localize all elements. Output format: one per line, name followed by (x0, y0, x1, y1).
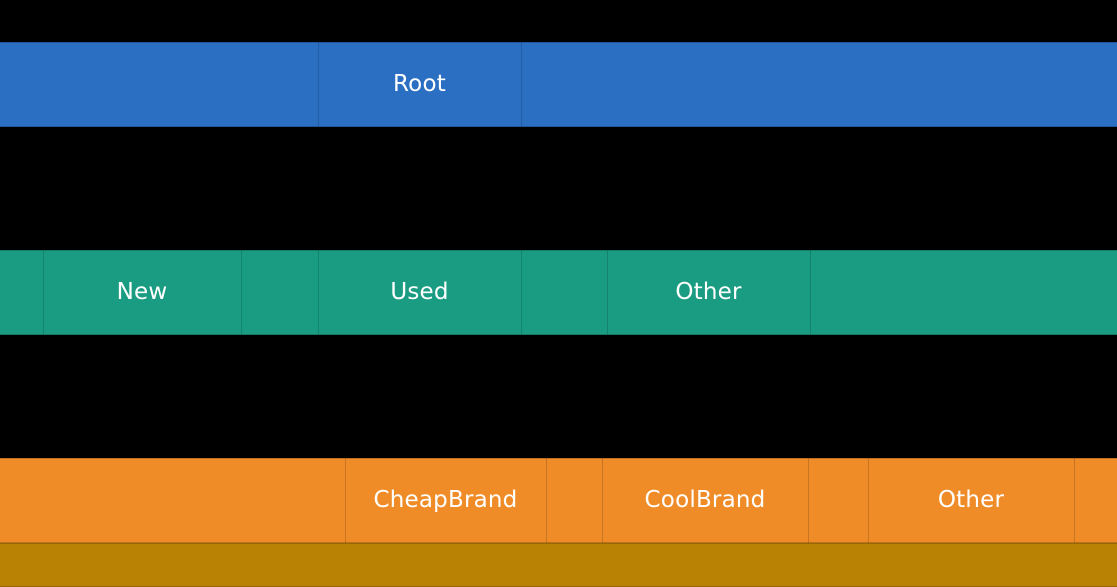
segment-bottom-edge (345, 542, 546, 543)
segment-top-edge (0, 42, 318, 43)
root-level: Root (0, 42, 1117, 127)
segment-label: Root (393, 71, 446, 97)
segment-top-edge (318, 250, 521, 251)
icicle-segment-new[interactable]: New (43, 250, 241, 335)
segment-bottom-edge (0, 126, 318, 127)
icicle-segment-unlabeled-2-6[interactable] (1074, 458, 1117, 543)
segment-bottom-edge (318, 334, 521, 335)
icicle-segment-unlabeled-3-0[interactable] (0, 543, 1117, 587)
segment-separator (810, 250, 811, 335)
icicle-segment-unlabeled-1-0[interactable] (0, 250, 43, 335)
segment-top-edge (0, 543, 1117, 544)
segment-separator (1074, 458, 1075, 543)
segment-top-edge (318, 42, 521, 43)
segment-top-edge (0, 458, 345, 459)
segment-top-edge (43, 250, 241, 251)
category-level: New Used Other (0, 250, 1117, 335)
icicle-segment-coolbrand[interactable]: CoolBrand (602, 458, 808, 543)
segment-separator (546, 458, 547, 543)
segment-separator (868, 458, 869, 543)
icicle-segment-unlabeled-2-0[interactable] (0, 458, 345, 543)
segment-bottom-edge (241, 334, 318, 335)
segment-top-edge (345, 458, 546, 459)
segment-separator (521, 250, 522, 335)
icicle-segment-cheapbrand[interactable]: CheapBrand (345, 458, 546, 543)
segment-separator (521, 42, 522, 127)
icicle-segment-unlabeled-0-0[interactable] (0, 42, 318, 127)
segment-bottom-edge (521, 334, 607, 335)
segment-bottom-edge (607, 334, 810, 335)
segment-top-edge (0, 250, 43, 251)
segment-top-edge (808, 458, 868, 459)
segment-bottom-edge (602, 542, 808, 543)
segment-label: Used (390, 279, 449, 305)
segment-top-edge (1074, 458, 1117, 459)
segment-bottom-edge (1074, 542, 1117, 543)
segment-top-edge (546, 458, 602, 459)
segment-top-edge (602, 458, 808, 459)
segment-top-edge (607, 250, 810, 251)
segment-bottom-edge (43, 334, 241, 335)
segment-bottom-edge (808, 542, 868, 543)
icicle-segment-unlabeled-2-4[interactable] (808, 458, 868, 543)
segment-bottom-edge (546, 542, 602, 543)
segment-top-edge (521, 250, 607, 251)
segment-top-edge (868, 458, 1074, 459)
segment-bottom-edge (868, 542, 1074, 543)
icicle-segment-unlabeled-1-4[interactable] (521, 250, 607, 335)
icicle-segment-other[interactable]: Other (607, 250, 810, 335)
segment-label: Other (675, 279, 742, 305)
icicle-segment-unlabeled-1-2[interactable] (241, 250, 318, 335)
segment-top-edge (241, 250, 318, 251)
icicle-segment-unlabeled-1-6[interactable] (810, 250, 1117, 335)
segment-separator (345, 458, 346, 543)
segment-bottom-edge (0, 334, 43, 335)
segment-label: CoolBrand (644, 487, 766, 513)
segment-top-edge (810, 250, 1117, 251)
segment-separator (607, 250, 608, 335)
leaf-level (0, 543, 1117, 587)
icicle-segment-root[interactable]: Root (318, 42, 521, 127)
segment-top-edge (521, 42, 1117, 43)
segment-separator (602, 458, 603, 543)
segment-separator (43, 250, 44, 335)
segment-separator (318, 250, 319, 335)
icicle-segment-other[interactable]: Other (868, 458, 1074, 543)
segment-bottom-edge (318, 126, 521, 127)
segment-bottom-edge (521, 126, 1117, 127)
icicle-segment-unlabeled-2-2[interactable] (546, 458, 602, 543)
brand-level: CheapBrand CoolBrand Other (0, 458, 1117, 543)
segment-separator (241, 250, 242, 335)
segment-bottom-edge (0, 542, 345, 543)
segment-separator (318, 42, 319, 127)
icicle-segment-unlabeled-0-2[interactable] (521, 42, 1117, 127)
segment-separator (808, 458, 809, 543)
segment-label: Other (937, 487, 1005, 513)
icicle-segment-used[interactable]: Used (318, 250, 521, 335)
segment-label: CheapBrand (373, 487, 518, 513)
segment-label: New (116, 279, 168, 305)
segment-bottom-edge (810, 334, 1117, 335)
